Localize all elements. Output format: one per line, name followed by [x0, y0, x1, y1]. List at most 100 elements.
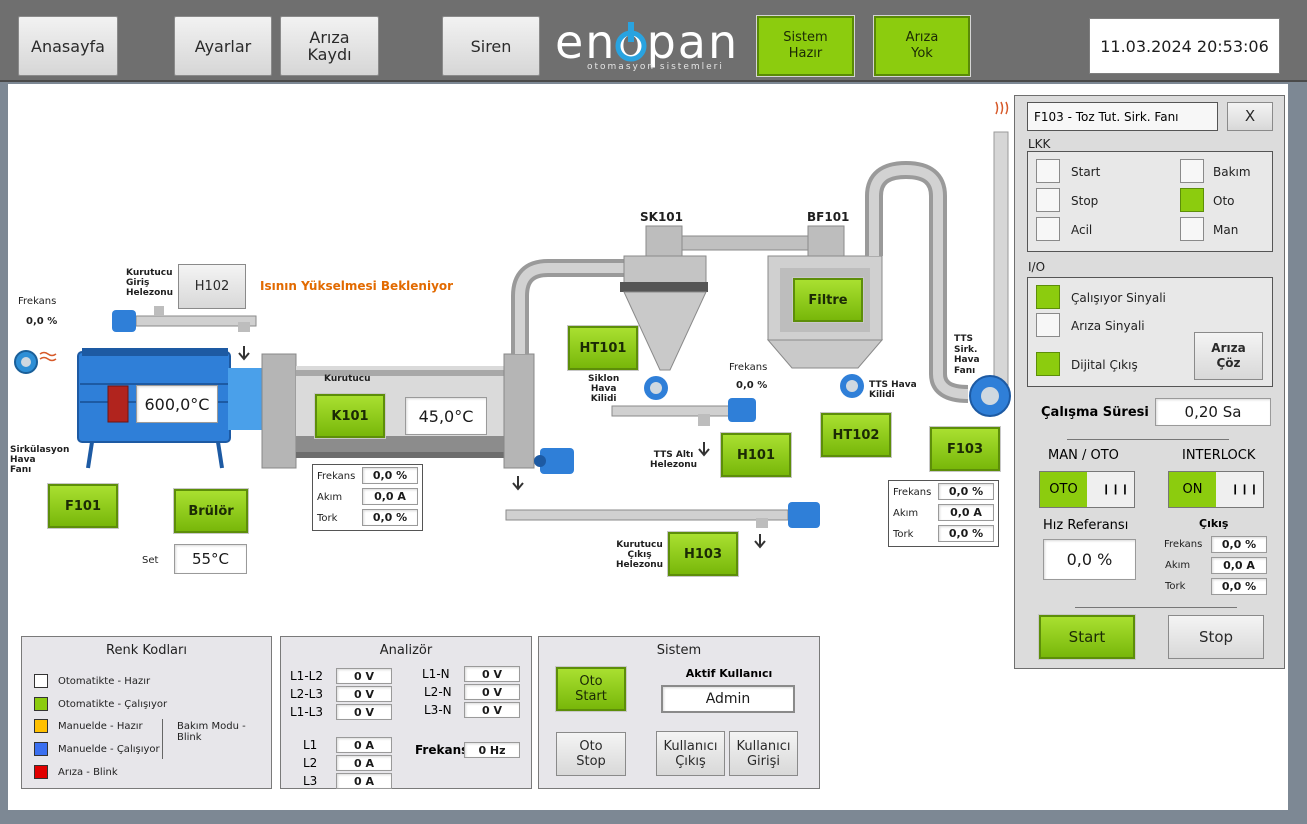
- k101-torque-value: 0,0 %: [362, 509, 418, 526]
- legend-swatch-3: [34, 742, 48, 756]
- lkk-label: LKK: [1028, 137, 1051, 151]
- analyzer-panel: Analizör L1-L2 0 V L2-L3 0 V L1-L3 0 V L…: [280, 636, 532, 789]
- start-button[interactable]: Start: [1039, 615, 1135, 659]
- logo-text: enopan: [555, 15, 740, 69]
- power-logo-icon: [615, 22, 647, 62]
- home-button[interactable]: Anasayfa: [18, 16, 118, 76]
- sirkulasyon-fan-icon: [14, 350, 57, 374]
- siren-button[interactable]: Siren: [442, 16, 540, 76]
- freq-label-mid: Frekans: [729, 362, 768, 373]
- ht102-button[interactable]: HT102: [821, 413, 891, 457]
- out-current-label: Akım: [1165, 560, 1191, 571]
- l2l3-value: 0 V: [336, 686, 392, 702]
- h103-button[interactable]: H103: [668, 532, 738, 576]
- k101-current-value: 0,0 A: [362, 488, 418, 505]
- lkk-man-label: Man: [1213, 223, 1239, 237]
- logo-subtitle: otomasyon sistemleri: [587, 62, 724, 72]
- burner-temp-display: 600,0°C: [136, 385, 218, 423]
- analyzer-freq-value: 0 Hz: [464, 742, 520, 758]
- fault-status-indicator[interactable]: Arıza Yok: [873, 15, 971, 77]
- ht101-button[interactable]: HT101: [568, 326, 638, 370]
- oto-start-button[interactable]: Oto Start: [556, 667, 626, 711]
- tts-screw-icon: [611, 398, 756, 457]
- io-digital-output-label: Dijital Çıkış: [1071, 358, 1138, 372]
- interlock-toggle[interactable]: ON ❙❙❙: [1168, 471, 1264, 508]
- active-user-field: Admin: [661, 685, 795, 713]
- l1l2-label: L1-L2: [290, 669, 323, 683]
- logout-button[interactable]: Kullanıcı Çıkış: [656, 731, 725, 776]
- legend-label-0: Otomatikte - Hazır: [58, 676, 151, 687]
- legend-label-3: Manuelde - Çalışıyor: [58, 744, 160, 755]
- runtime-label: Çalışma Süresi: [1041, 405, 1149, 420]
- h102-button[interactable]: H102: [178, 264, 246, 309]
- datetime-display: 11.03.2024 20:53:06: [1089, 18, 1280, 74]
- legend-label-2: Manuelde - Hazır: [58, 721, 143, 732]
- lkk-bakim-label: Bakım: [1213, 165, 1251, 179]
- l1-label: L1: [303, 738, 318, 752]
- brulor-button[interactable]: Brülör: [174, 489, 248, 533]
- system-title: Sistem: [656, 643, 702, 658]
- legend-swatch-0: [34, 674, 48, 688]
- l3n-value: 0 V: [464, 702, 520, 718]
- tts-alti-label: TTS Altı Helezonu: [650, 450, 698, 470]
- legend-swatch-4: [34, 765, 48, 779]
- close-button[interactable]: X: [1227, 102, 1273, 131]
- lkk-acil-indicator: [1036, 217, 1060, 241]
- process-diagram: [14, 101, 1011, 549]
- man-oto-value: OTO: [1040, 472, 1087, 507]
- k101-freq-value: 0,0 %: [362, 467, 418, 484]
- set-temp-input[interactable]: 55°C: [174, 544, 247, 574]
- l3n-label: L3-N: [424, 703, 452, 717]
- f103-button[interactable]: F103: [930, 427, 1000, 471]
- siklon-label: Siklon Hava Kilidi: [588, 374, 620, 404]
- speed-ref-label: Hız Referansı: [1043, 518, 1129, 533]
- bf101-label: BF101: [807, 210, 850, 224]
- l1n-label: L1-N: [422, 667, 450, 681]
- h101-button[interactable]: H101: [721, 433, 791, 477]
- sk101-label: SK101: [640, 210, 683, 224]
- system-panel: Sistem Oto Start Oto Stop Aktif Kullanıc…: [538, 636, 820, 789]
- f101-button[interactable]: F101: [48, 484, 118, 528]
- maintenance-label: Bakım Modu - Blink: [177, 721, 246, 743]
- legend-swatch-1: [34, 697, 48, 711]
- l2l3-label: L2-L3: [290, 687, 323, 701]
- l2-label: L2: [303, 756, 318, 770]
- lkk-acil-label: Acil: [1071, 223, 1093, 237]
- filtre-button[interactable]: Filtre: [793, 278, 863, 322]
- interlock-value: ON: [1169, 472, 1216, 507]
- out-torque-value: 0,0 %: [1211, 578, 1267, 595]
- sirkulasyon-label: Sirkülasyon Hava Fanı: [10, 445, 70, 475]
- kurutucu-giris-label: Kurutucu Giriş Helezonu: [126, 268, 174, 298]
- stop-button[interactable]: Stop: [1168, 615, 1264, 659]
- out-freq-label: Frekans: [1164, 539, 1203, 550]
- out-current-value: 0,0 A: [1211, 557, 1267, 574]
- lkk-stop-label: Stop: [1071, 194, 1099, 208]
- io-running-label: Çalışıyor Sinyali: [1071, 291, 1166, 305]
- f103-current-label: Akım: [893, 508, 919, 519]
- cyclone-icon: [620, 225, 708, 400]
- login-button[interactable]: Kullanıcı Girişi: [729, 731, 798, 776]
- l1n-value: 0 V: [464, 666, 520, 682]
- kurutucu-cikis-label: Kurutucu Çıkış Helezonu: [616, 540, 664, 570]
- speed-ref-input[interactable]: 0,0 %: [1043, 539, 1136, 580]
- system-status-indicator[interactable]: Sistem Hazır: [756, 15, 855, 77]
- man-oto-toggle[interactable]: OTO ❙❙❙: [1039, 471, 1135, 508]
- warning-message: Isının Yükselmesi Bekleniyor: [260, 279, 454, 293]
- l1l3-label: L1-L3: [290, 705, 323, 719]
- toggle-grip-icon: ❙❙❙: [1231, 484, 1260, 495]
- fault-log-button[interactable]: Arıza Kaydı: [280, 16, 379, 76]
- k101-button[interactable]: K101: [315, 394, 385, 438]
- l1l3-value: 0 V: [336, 704, 392, 720]
- settings-button[interactable]: Ayarlar: [174, 16, 272, 76]
- f103-torque-label: Tork: [893, 529, 914, 540]
- kurutucu-label: Kurutucu: [324, 374, 371, 384]
- runtime-value: 0,20 Sa: [1155, 398, 1271, 426]
- tts-hava-kilidi-label: TTS Hava Kilidi: [869, 380, 917, 400]
- tts-sirk-label: TTS Sirk. Hava Fanı: [954, 334, 980, 376]
- f103-freq-value: 0,0 %: [938, 483, 994, 500]
- l2n-label: L2-N: [424, 685, 452, 699]
- fault-reset-button[interactable]: Arıza Çöz: [1194, 332, 1263, 380]
- divider-2: [1075, 607, 1237, 608]
- man-oto-label: MAN / OTO: [1048, 448, 1119, 463]
- oto-stop-button[interactable]: Oto Stop: [556, 732, 626, 776]
